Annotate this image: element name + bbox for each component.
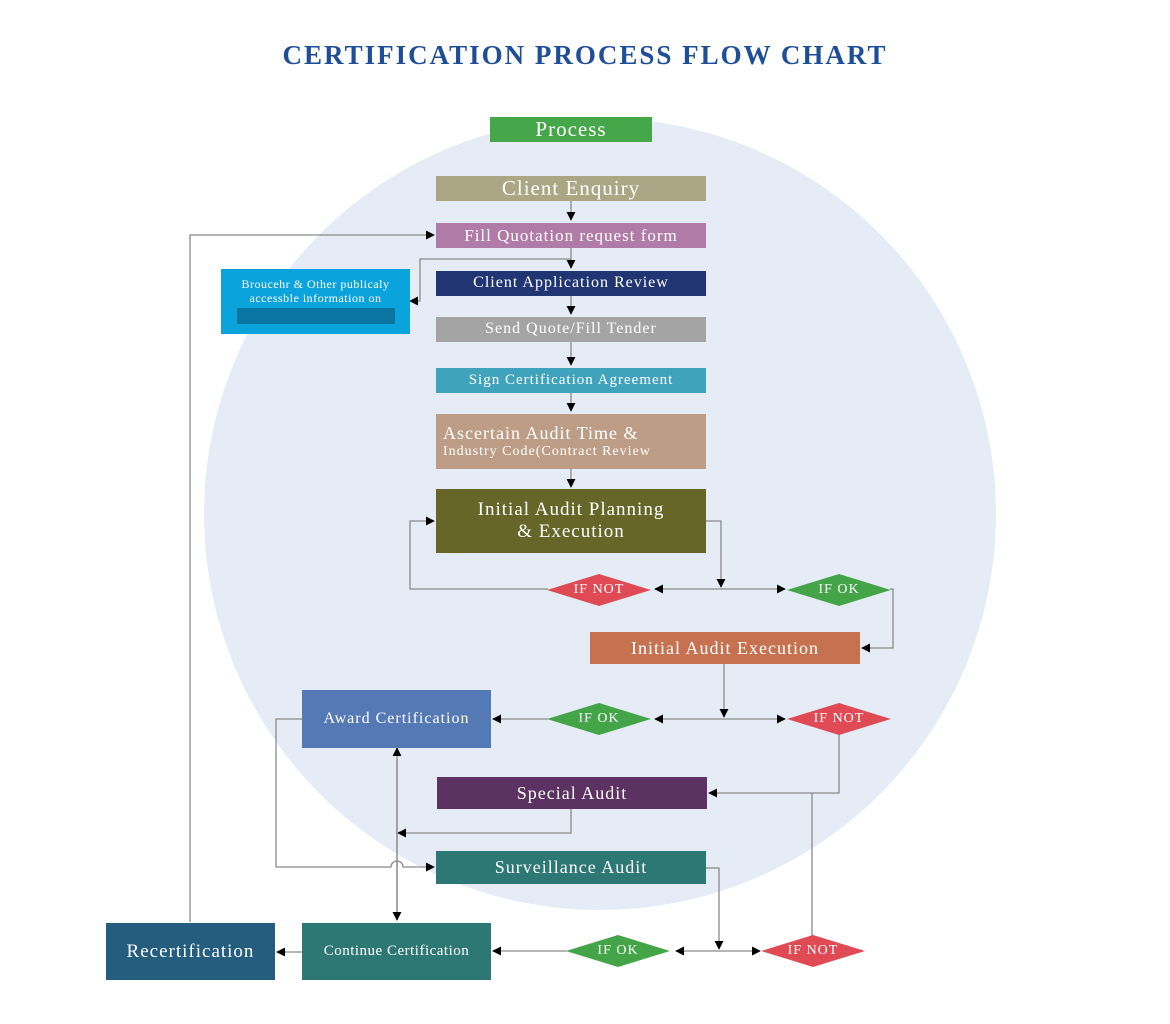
step-label: Client Application Review bbox=[473, 274, 669, 292]
diamond-shape bbox=[787, 703, 891, 735]
brochure-line1: Broucehr & Other publicaly bbox=[241, 277, 390, 291]
step-label: Award Certification bbox=[323, 709, 470, 727]
step-send-quote[interactable]: Send Quote/Fill Tender bbox=[436, 317, 706, 342]
decision-label: IF NOT bbox=[573, 582, 625, 597]
process-header: Process bbox=[490, 117, 652, 142]
decision-label: IF NOT bbox=[787, 943, 839, 958]
step-label: Continue Certification bbox=[323, 942, 470, 959]
redacted-link-bar bbox=[236, 307, 395, 324]
decision-if-ok-3[interactable]: IF OK bbox=[566, 935, 670, 967]
step-initial-audit-planning[interactable]: Initial Audit Planning & Execution bbox=[436, 489, 706, 553]
step-label-line2: & Execution bbox=[517, 521, 625, 542]
diamond-shape bbox=[787, 574, 891, 606]
step-special-audit[interactable]: Special Audit bbox=[437, 777, 707, 809]
diamond-shape bbox=[566, 935, 670, 967]
step-continue-certification[interactable]: Continue Certification bbox=[302, 923, 491, 980]
diamond-shape bbox=[761, 935, 865, 967]
decision-if-ok-2[interactable]: IF OK bbox=[547, 703, 651, 735]
decision-label: IF OK bbox=[818, 582, 860, 597]
step-label: Sign Certification Agreement bbox=[468, 371, 674, 388]
step-client-application-review[interactable]: Client Application Review bbox=[436, 271, 706, 296]
step-label: Initial Audit Execution bbox=[631, 637, 819, 658]
step-fill-quotation[interactable]: Fill Quotation request form bbox=[436, 223, 706, 248]
brochure-line2: accessble information on bbox=[249, 290, 382, 305]
step-label: Surveillance Audit bbox=[494, 857, 648, 878]
decision-if-not-1[interactable]: IF NOT bbox=[547, 574, 651, 606]
step-label-line1: Initial Audit Planning bbox=[477, 499, 665, 521]
step-surveillance-audit[interactable]: Surveillance Audit bbox=[436, 851, 706, 884]
step-label: Fill Quotation request form bbox=[464, 225, 678, 245]
step-award-certification[interactable]: Award Certification bbox=[302, 690, 491, 748]
chart-title: CERTIFICATION PROCESS FLOW CHART bbox=[282, 40, 888, 70]
step-ascertain-audit-time[interactable]: Ascertain Audit Time & Industry Code(Con… bbox=[436, 414, 706, 469]
diamond-shape bbox=[547, 574, 651, 606]
brochure-info-box[interactable]: Broucehr & Other publicaly accessble inf… bbox=[221, 269, 410, 334]
decision-label: IF NOT bbox=[813, 711, 865, 726]
step-label-line1: Ascertain Audit Time & bbox=[443, 423, 639, 444]
diamond-shape bbox=[547, 703, 651, 735]
step-initial-audit-execution[interactable]: Initial Audit Execution bbox=[590, 632, 860, 664]
process-header-label: Process bbox=[535, 117, 607, 142]
decision-label: IF OK bbox=[597, 943, 639, 958]
step-sign-agreement[interactable]: Sign Certification Agreement bbox=[436, 368, 706, 393]
step-label: Send Quote/Fill Tender bbox=[485, 320, 657, 338]
step-client-enquiry[interactable]: Client Enquiry bbox=[436, 176, 706, 201]
step-label: Recertification bbox=[126, 940, 255, 962]
step-label: Client Enquiry bbox=[501, 176, 641, 201]
step-recertification[interactable]: Recertification bbox=[106, 923, 275, 980]
decision-if-not-3[interactable]: IF NOT bbox=[761, 935, 865, 967]
step-label: Special Audit bbox=[516, 782, 628, 803]
decision-label: IF OK bbox=[578, 711, 620, 726]
step-label-line2: Industry Code(Contract Review bbox=[443, 443, 651, 459]
decision-if-ok-1[interactable]: IF OK bbox=[787, 574, 891, 606]
decision-if-not-2[interactable]: IF NOT bbox=[787, 703, 891, 735]
